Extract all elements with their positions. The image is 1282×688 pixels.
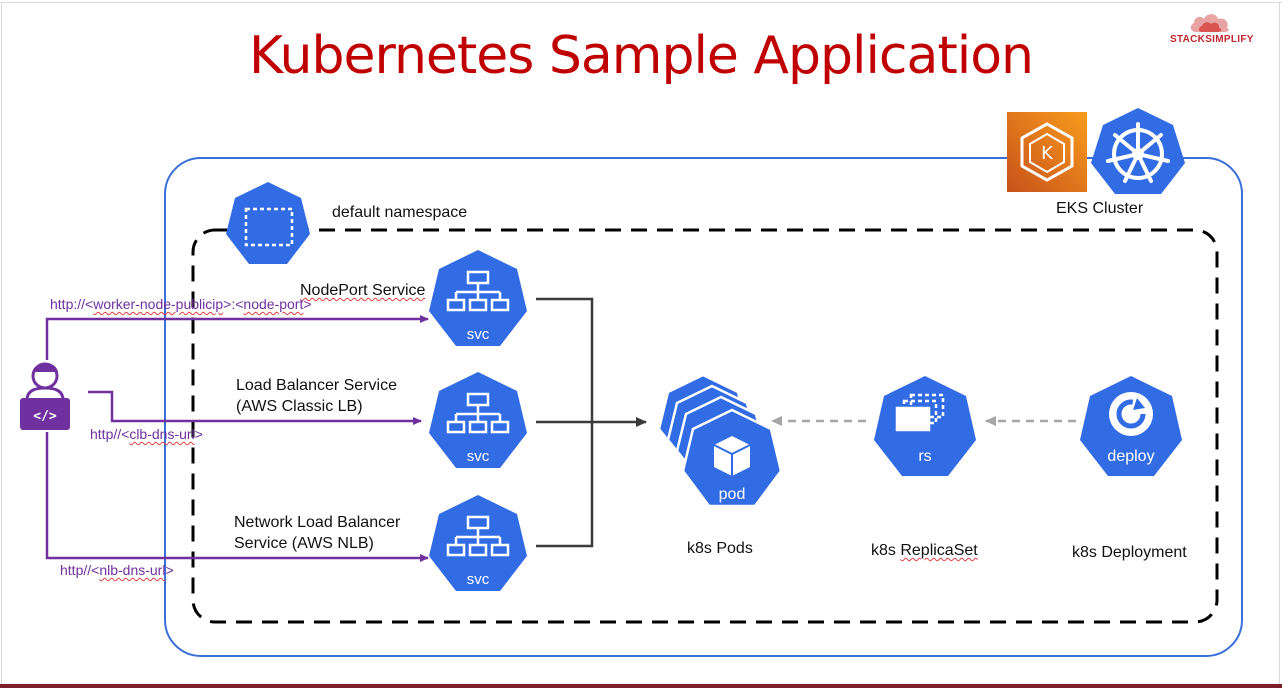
- slide-border-right: [1279, 2, 1280, 684]
- stacksimplify-logo-text: STACKSIMPLIFY: [1170, 34, 1254, 45]
- pods-icon: pod: [657, 373, 783, 508]
- service-icon-nlb: svc: [429, 495, 527, 591]
- developer-user-icon: </>: [20, 362, 70, 430]
- namespace-icon-label: ns: [261, 262, 276, 278]
- nodeport-url: http://<worker-node-publicip>:<node-port…: [50, 296, 312, 312]
- stacksimplify-cloud-icon: [1190, 14, 1229, 32]
- slide-border-top: [0, 2, 1282, 3]
- deployment-label: k8s Deployment: [1072, 544, 1187, 561]
- eks-cluster-label: EKS Cluster: [1056, 200, 1144, 217]
- service-icon-label: svc: [467, 326, 490, 343]
- replicaset-label: k8s ReplicaSet: [871, 542, 978, 559]
- service-icon-label: svc: [467, 571, 490, 588]
- eks-icon: K: [1007, 112, 1087, 192]
- service-to-pods-connectors: [536, 297, 647, 548]
- user-request-arrows: [45, 315, 429, 562]
- namespace-boundary: [191, 228, 1219, 624]
- clb-service-label: Load Balancer Service (AWS Classic LB): [236, 375, 397, 417]
- nlb-service-label-line1: Network Load Balancer: [234, 514, 401, 531]
- kubernetes-wheel-icon: [1091, 108, 1185, 194]
- namespace-label: default namespace: [332, 204, 468, 221]
- pods-label: k8s Pods: [687, 540, 753, 557]
- service-icon-clb: svc: [429, 372, 527, 468]
- clb-service-label-line1: Load Balancer Service: [236, 377, 397, 394]
- pods-icon-label: pod: [719, 486, 746, 503]
- page-title: Kubernetes Sample Application: [249, 26, 1034, 86]
- nlb-url: http//<nlb-dns-url>: [60, 562, 174, 578]
- nodeport-service-label-text: NodePort Service: [300, 282, 426, 299]
- deployment-icon: deploy: [1080, 376, 1182, 476]
- slide-bottom-bar: [0, 684, 1282, 688]
- nodeport-service-label: NodePort Service: [300, 280, 425, 301]
- clb-service-label-line2: (AWS Classic LB): [236, 398, 363, 415]
- slide-border-left: [1, 2, 2, 684]
- service-icon-nodeport: svc: [429, 250, 527, 346]
- svg-text:K: K: [1041, 143, 1054, 164]
- nlb-service-label-line2: Service (AWS NLB): [234, 535, 374, 552]
- clb-url: http//<clb-dns-url>: [90, 426, 203, 442]
- eks-cluster-boundary: [164, 157, 1243, 657]
- replicaset-icon: rs: [874, 376, 976, 476]
- namespace-icon: ns: [226, 182, 310, 278]
- nlb-service-label: Network Load Balancer Service (AWS NLB): [234, 512, 400, 554]
- replicaset-icon-label: rs: [918, 448, 931, 465]
- svg-text:</>: </>: [33, 409, 57, 424]
- deployment-icon-label: deploy: [1107, 448, 1154, 465]
- service-icon-label: svc: [467, 448, 490, 465]
